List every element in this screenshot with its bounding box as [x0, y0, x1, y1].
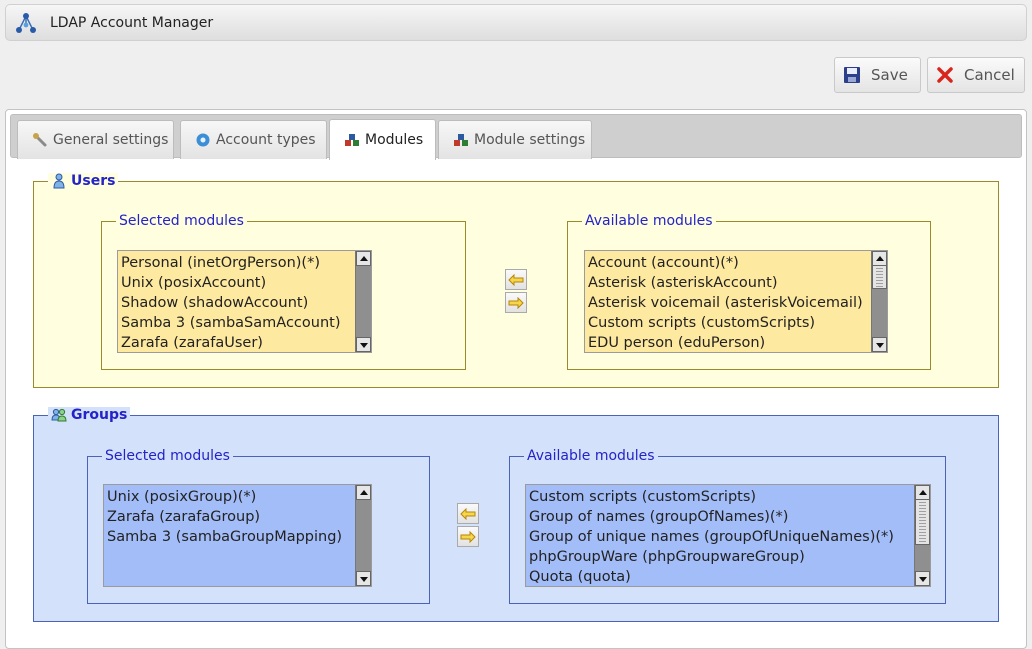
users-title: Users [71, 173, 116, 189]
tab-module-settings[interactable]: Module settings [438, 120, 592, 159]
scroll-up-button[interactable] [915, 485, 930, 500]
groups-selected-fieldset: Selected modules Unix (posixGroup)(*) Za… [87, 448, 430, 604]
modules-icon [453, 132, 469, 148]
ldap-network-icon [16, 13, 36, 33]
modules-icon [344, 132, 360, 148]
users-available-listbox[interactable]: Account (account)(*) Asterisk (asteriskA… [584, 250, 888, 353]
users-fieldset: Users Selected modules Personal (inetOrg… [33, 173, 999, 388]
list-item[interactable]: Personal (inetOrgPerson)(*) [121, 255, 320, 271]
user-icon [51, 173, 67, 189]
save-button-label: Save [871, 66, 908, 84]
list-item[interactable]: Asterisk voicemail (asteriskVoicemail) [588, 295, 863, 311]
users-available-label: Available modules [582, 213, 716, 229]
arrow-left-icon [460, 507, 476, 520]
app-header: LDAP Account Manager [5, 4, 1027, 41]
scroll-thumb[interactable] [915, 499, 930, 545]
scroll-down-button[interactable] [356, 571, 371, 586]
list-item[interactable]: Custom scripts (customScripts) [529, 489, 757, 505]
floppy-disk-icon [843, 66, 861, 84]
groups-title: Groups [71, 407, 128, 423]
red-x-icon [936, 66, 954, 84]
tab-label: Account types [216, 132, 316, 148]
list-item[interactable]: Account (account)(*) [588, 255, 739, 271]
list-item[interactable]: Custom scripts (customScripts) [588, 315, 816, 331]
list-item[interactable]: Zarafa (zarafaGroup) [107, 509, 261, 525]
list-item[interactable]: Zarafa (zarafaUser) [121, 335, 263, 351]
tab-label: Modules [365, 132, 424, 148]
users-legend: Users [48, 173, 119, 189]
tab-modules[interactable]: Modules [329, 119, 436, 160]
list-item[interactable]: Asterisk (asteriskAccount) [588, 275, 778, 291]
scroll-up-button[interactable] [356, 485, 371, 500]
groups-selected-listbox[interactable]: Unix (posixGroup)(*) Zarafa (zarafaGroup… [103, 484, 372, 587]
add-module-button[interactable] [457, 503, 479, 524]
groups-selected-label: Selected modules [102, 448, 233, 464]
cancel-button[interactable]: Cancel [927, 57, 1025, 93]
list-item[interactable]: Samba 3 (sambaGroupMapping) [107, 529, 343, 545]
list-item[interactable]: phpGroupWare (phpGroupwareGroup) [529, 549, 805, 565]
list-item[interactable]: Quota (quota) [529, 569, 631, 585]
groups-available-fieldset: Available modules Custom scripts (custom… [509, 448, 946, 604]
arrow-left-icon [508, 273, 524, 286]
scrollbar[interactable] [914, 485, 930, 586]
list-item[interactable]: Unix (posixGroup)(*) [107, 489, 257, 505]
save-button[interactable]: Save [834, 57, 921, 93]
list-item[interactable]: Unix (posixAccount) [121, 275, 267, 291]
scrollbar[interactable] [355, 251, 371, 352]
scrollbar[interactable] [871, 251, 887, 352]
tab-bar: General settings Account types Modules [10, 114, 1022, 160]
gear-icon [195, 132, 211, 148]
groups-fieldset: Groups Selected modules Unix (posixGroup… [33, 407, 999, 622]
scroll-thumb[interactable] [872, 265, 887, 289]
scroll-down-button[interactable] [915, 571, 930, 586]
wrench-icon [32, 132, 48, 148]
groups-available-listbox[interactable]: Custom scripts (customScripts) Group of … [525, 484, 931, 587]
list-item[interactable]: EDU person (eduPerson) [588, 335, 766, 351]
tab-general-settings[interactable]: General settings [17, 120, 174, 159]
scroll-down-button[interactable] [872, 337, 887, 352]
users-selected-fieldset: Selected modules Personal (inetOrgPerson… [101, 213, 466, 370]
tab-account-types[interactable]: Account types [180, 120, 327, 159]
add-module-button[interactable] [505, 269, 527, 290]
arrow-right-icon [508, 296, 524, 309]
users-available-fieldset: Available modules Account (account)(*) A… [567, 213, 931, 370]
tab-label: Module settings [474, 132, 586, 148]
groups-available-label: Available modules [524, 448, 658, 464]
list-item[interactable]: Group of unique names (groupOfUniqueName… [529, 529, 894, 545]
list-item[interactable]: Samba 3 (sambaSamAccount) [121, 315, 341, 331]
list-item[interactable]: Group of names (groupOfNames)(*) [529, 509, 789, 525]
scroll-up-button[interactable] [872, 251, 887, 266]
group-icon [51, 407, 67, 423]
scroll-up-button[interactable] [356, 251, 371, 266]
groups-legend: Groups [48, 407, 131, 423]
cancel-button-label: Cancel [964, 66, 1015, 84]
remove-module-button[interactable] [505, 292, 527, 313]
arrow-right-icon [460, 530, 476, 543]
list-item[interactable]: Shadow (shadowAccount) [121, 295, 309, 311]
users-selected-listbox[interactable]: Personal (inetOrgPerson)(*) Unix (posixA… [117, 250, 372, 353]
scroll-down-button[interactable] [356, 337, 371, 352]
app-title: LDAP Account Manager [50, 15, 214, 31]
users-selected-label: Selected modules [116, 213, 247, 229]
scrollbar[interactable] [355, 485, 371, 586]
remove-module-button[interactable] [457, 526, 479, 547]
tab-label: General settings [53, 132, 169, 148]
